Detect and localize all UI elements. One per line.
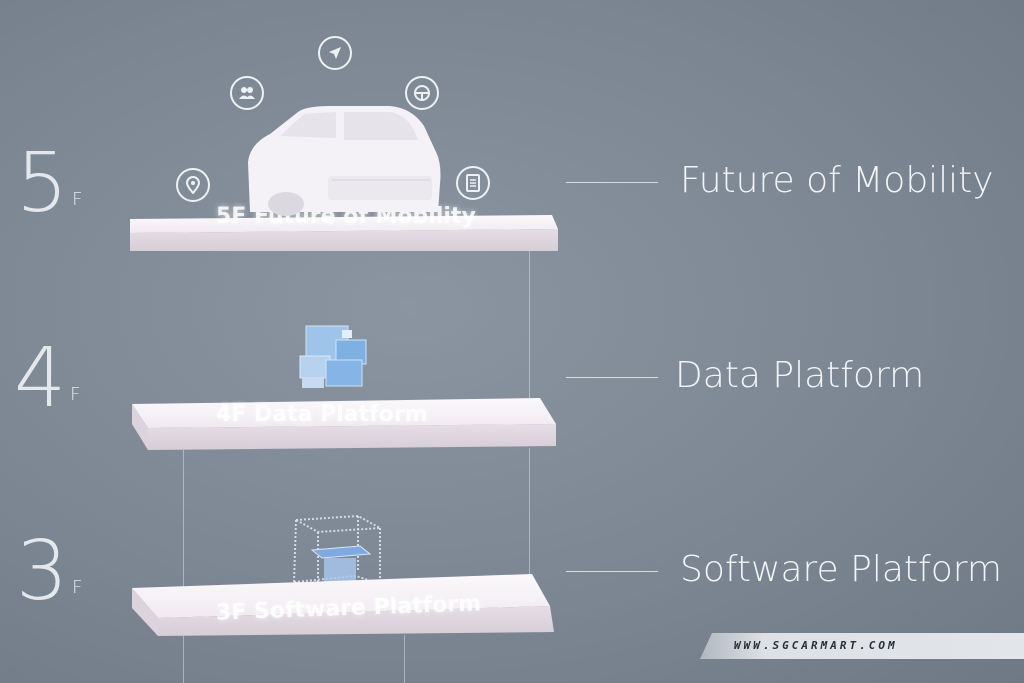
software-platform-cube [292, 514, 384, 590]
location-pin-icon [176, 168, 210, 202]
guide-line [529, 250, 530, 400]
floor-slab-4 [132, 398, 556, 450]
guide-line [183, 635, 184, 683]
slab-text-4: 4F Data Platform [216, 402, 428, 427]
document-list-icon [456, 166, 490, 200]
leader-line [566, 182, 658, 183]
floor-slab-3 [132, 574, 554, 636]
guide-line [404, 635, 405, 683]
leader-line [566, 571, 658, 572]
floor-label-future-of-mobility: Future of Mobility [680, 160, 994, 201]
guide-line [183, 448, 184, 588]
floor-slab-5 [130, 215, 558, 251]
car-illustration [248, 106, 441, 216]
navigation-icon [318, 36, 352, 70]
floor-label-software-platform: Software Platform [680, 549, 1002, 590]
floor-label-data-platform: Data Platform [675, 355, 925, 396]
watermark-text: WWW.SGCARMART.COM [734, 639, 898, 652]
watermark-banner [700, 633, 1024, 659]
guide-line [529, 448, 530, 588]
steering-wheel-icon [405, 76, 439, 110]
users-icon [230, 76, 264, 110]
leader-line [566, 377, 658, 378]
data-platform-blocks [299, 325, 367, 388]
